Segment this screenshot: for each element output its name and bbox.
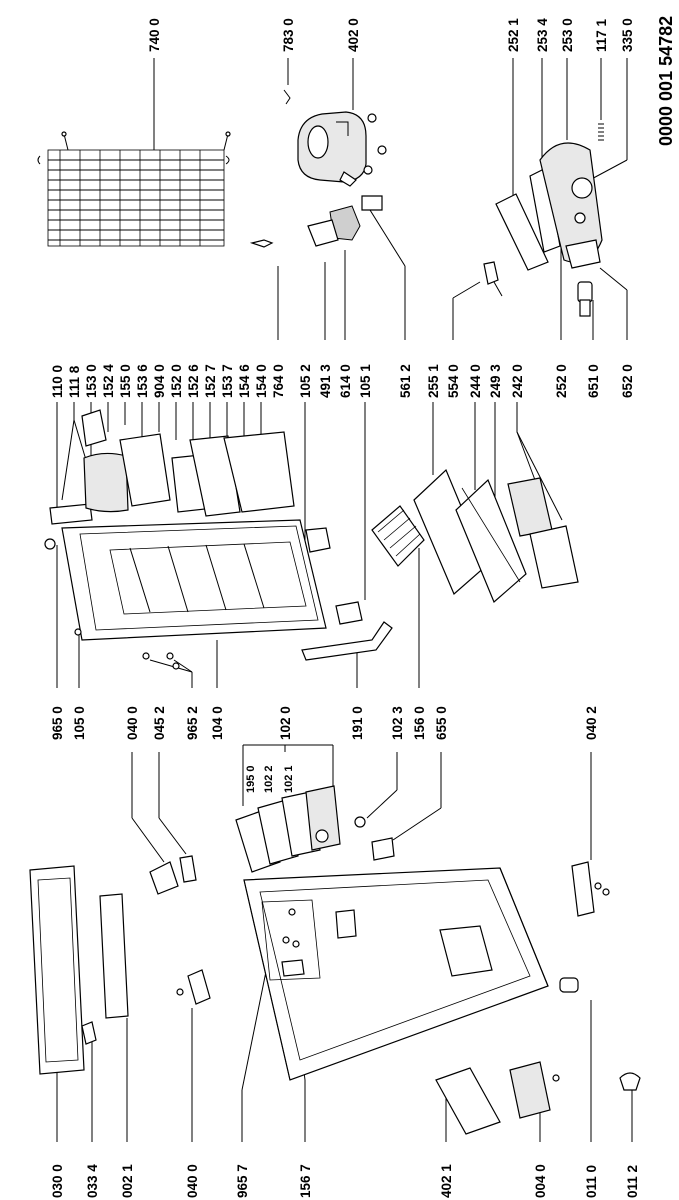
small-fasteners xyxy=(142,652,180,670)
label-011-0: 011 0 xyxy=(584,1165,599,1198)
label-335-0: 335 0 xyxy=(620,18,635,52)
label-105-1: 105 1 xyxy=(358,364,373,398)
label-002-1: 002 1 xyxy=(120,1164,135,1198)
label-614-0: 614 0 xyxy=(338,364,353,398)
knob xyxy=(577,281,593,317)
label-110-0: 110 0 xyxy=(50,365,65,398)
door-hinges xyxy=(305,527,363,625)
label-252-1: 252 1 xyxy=(506,18,521,52)
label-153-0: 153 0 xyxy=(84,364,99,398)
label-102-3: 102 3 xyxy=(390,706,405,740)
label-244-0: 244 0 xyxy=(468,364,483,398)
bottom-label-row: 030 0 033 4 002 1 040 0 965 7 156 7 402 … xyxy=(50,1164,640,1198)
glass-shelves xyxy=(413,468,527,604)
label-561-2: 561 2 xyxy=(398,364,413,398)
label-402-1: 402 1 xyxy=(439,1164,454,1198)
label-965-7: 965 7 xyxy=(235,1164,250,1198)
label-253-0: 253 0 xyxy=(560,18,575,52)
top-leaders xyxy=(56,209,628,600)
label-253-4: 253 4 xyxy=(535,18,550,52)
upper-leaders xyxy=(153,58,628,196)
label-491-3: 491 3 xyxy=(318,364,333,398)
feet xyxy=(552,977,641,1091)
label-117-1: 117 1 xyxy=(594,18,609,52)
door-shelves xyxy=(49,409,295,525)
label-249-3: 249 3 xyxy=(488,364,503,398)
middle-leaders xyxy=(56,545,592,863)
label-156-7: 156 7 xyxy=(298,1164,313,1198)
label-102-2: 102 2 xyxy=(263,765,275,793)
label-242-0: 242 0 xyxy=(510,364,525,398)
sensor-554 xyxy=(483,261,503,297)
label-154-0: 154 0 xyxy=(254,364,269,398)
label-105-2: 105 2 xyxy=(298,364,313,398)
label-152-7: 152 7 xyxy=(203,364,218,398)
label-152-6: 152 6 xyxy=(186,364,201,398)
door-gasket xyxy=(301,621,393,661)
label-965-0: 965 0 xyxy=(50,706,65,740)
label-045-2: 045 2 xyxy=(152,706,167,740)
freezer-drawers xyxy=(507,477,579,589)
label-011-2: 011 2 xyxy=(625,1165,640,1198)
label-255-1: 255 1 xyxy=(426,364,441,398)
clip-033 xyxy=(81,1021,97,1045)
label-040-2: 040 2 xyxy=(584,706,599,740)
document-number: 0000 001 54782 xyxy=(656,16,676,146)
label-105-0: 105 0 xyxy=(72,706,87,740)
condenser-coil xyxy=(37,131,231,247)
base-frame xyxy=(435,1061,551,1135)
label-195-0: 195 0 xyxy=(245,765,257,793)
thermostat-parts xyxy=(354,816,395,861)
label-783-0: 783 0 xyxy=(281,18,296,52)
compressor xyxy=(297,111,387,187)
ice-tray-set xyxy=(235,785,341,873)
bottom-leaders xyxy=(56,921,633,1142)
label-652-0: 652 0 xyxy=(620,364,635,398)
label-554-0: 554 0 xyxy=(446,364,461,398)
cabinet xyxy=(243,867,549,1081)
label-102-0: 102 0 xyxy=(278,706,293,740)
label-111-8: 111 8 xyxy=(67,365,82,398)
spring xyxy=(598,123,604,141)
drain-tray xyxy=(495,167,561,271)
starter-relay xyxy=(307,195,383,247)
label-904-0: 904 0 xyxy=(152,364,167,398)
label-040-0-bottom: 040 0 xyxy=(185,1164,200,1198)
label-156-0: 156 0 xyxy=(412,706,427,740)
lower-hinge-040-2 xyxy=(571,861,610,917)
top-label-row: 110 0 111 8 153 0 152 4 155 0 153 6 904 … xyxy=(50,364,635,398)
label-102-1: 102 1 xyxy=(283,765,295,793)
label-155-0: 155 0 xyxy=(118,364,133,398)
label-153-6: 153 6 xyxy=(135,364,150,398)
label-655-0: 655 0 xyxy=(434,706,449,740)
label-004-0: 004 0 xyxy=(533,1164,548,1198)
label-104-0: 104 0 xyxy=(210,706,225,740)
label-740-0: 740 0 xyxy=(147,18,162,52)
label-402-0: 402 0 xyxy=(346,18,361,52)
compressor-bolt xyxy=(283,89,291,105)
label-965-2: 965 2 xyxy=(185,706,200,740)
label-030-0: 030 0 xyxy=(50,1164,65,1198)
fan-housing xyxy=(539,142,603,269)
label-152-0: 152 0 xyxy=(169,364,184,398)
top-cover xyxy=(29,865,85,1075)
label-191-0: 191 0 xyxy=(350,706,365,740)
door-assembly xyxy=(44,519,327,641)
label-040-0-top: 040 0 xyxy=(125,706,140,740)
condenser-clip xyxy=(249,239,274,248)
label-764-0: 764 0 xyxy=(271,364,286,398)
label-651-0: 651 0 xyxy=(586,364,601,398)
label-152-4: 152 4 xyxy=(101,364,116,398)
label-153-7: 153 7 xyxy=(220,364,235,398)
label-252-0: 252 0 xyxy=(554,364,569,398)
middle-label-row: 965 0 105 0 040 0 045 2 965 2 104 0 102 … xyxy=(50,706,599,793)
shelf-grid-156 xyxy=(371,505,425,567)
bottom-hinge xyxy=(176,969,211,1005)
label-154-6: 154 6 xyxy=(237,364,252,398)
glass-plate xyxy=(99,893,129,1019)
upper-label-row: 740 0 783 0 402 0 252 1 253 4 253 0 117 … xyxy=(147,18,635,52)
label-033-4: 033 4 xyxy=(85,1164,100,1198)
top-hinge xyxy=(149,855,197,895)
